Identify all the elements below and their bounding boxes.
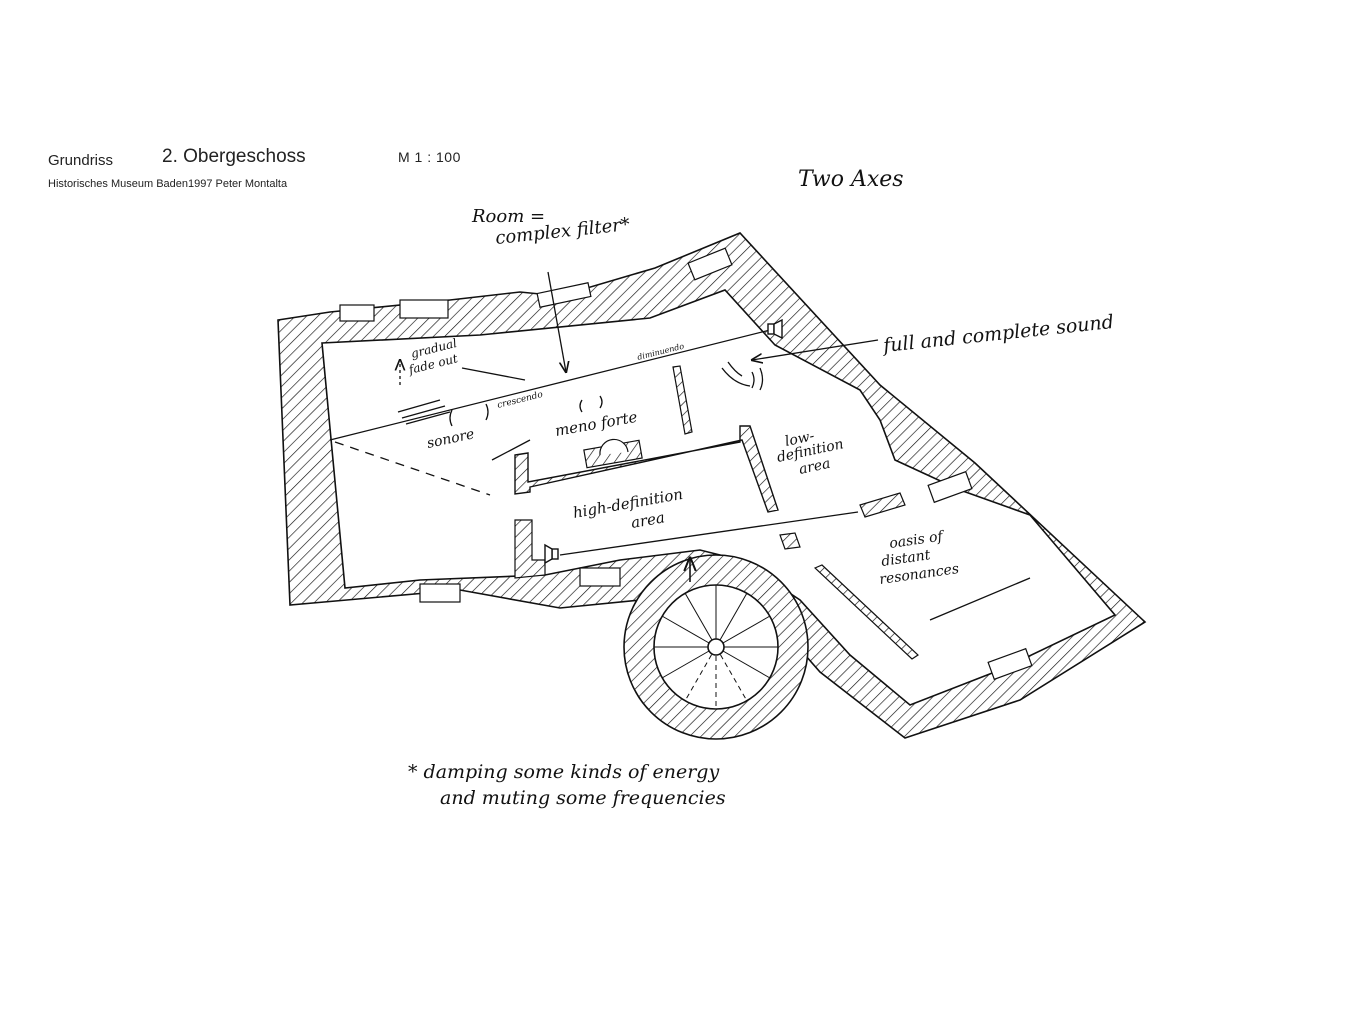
sound-wave-icon — [397, 361, 764, 427]
speaker-icon — [767, 318, 783, 340]
axis-upper — [329, 329, 771, 441]
arrow-room — [547, 271, 566, 372]
plan-label: Grundriss — [48, 152, 114, 169]
title-two-axes: Two Axes — [798, 167, 904, 192]
note-meno-forte: meno forte — [554, 408, 639, 440]
note-oasis: oasis of — [888, 528, 946, 552]
note-high-definition: area — [630, 508, 667, 532]
note-full-sound: full and complete sound — [880, 311, 1115, 357]
scale-label: M 1 : 100 — [398, 149, 461, 165]
note-high-definition: high-definition — [572, 485, 685, 522]
plan-subtitle: Historisches Museum Baden1997 Peter Mont… — [48, 178, 288, 190]
note-oasis: distant — [880, 547, 931, 570]
interior-wall-oasis — [813, 564, 919, 660]
interior-wall-south — [514, 519, 546, 579]
note-low-definition: low- — [784, 428, 817, 450]
speaker-icon — [544, 543, 559, 565]
arrow-full-sound — [752, 339, 879, 360]
interior-wall-vertical — [672, 365, 693, 435]
floor-title: 2. Obergeschoss — [162, 146, 306, 167]
note-diminuendo: diminuendo — [636, 342, 685, 362]
note-room: Room = — [471, 206, 545, 227]
footnote: and muting some frequencies — [440, 787, 726, 809]
footnote: * damping some kinds of energy — [408, 761, 719, 783]
spiral-stair — [654, 585, 778, 709]
interior-wall-core — [514, 425, 779, 513]
note-low-definition: area — [798, 456, 832, 478]
axis-lower — [559, 511, 859, 556]
note-sonore: sonore — [426, 426, 476, 452]
